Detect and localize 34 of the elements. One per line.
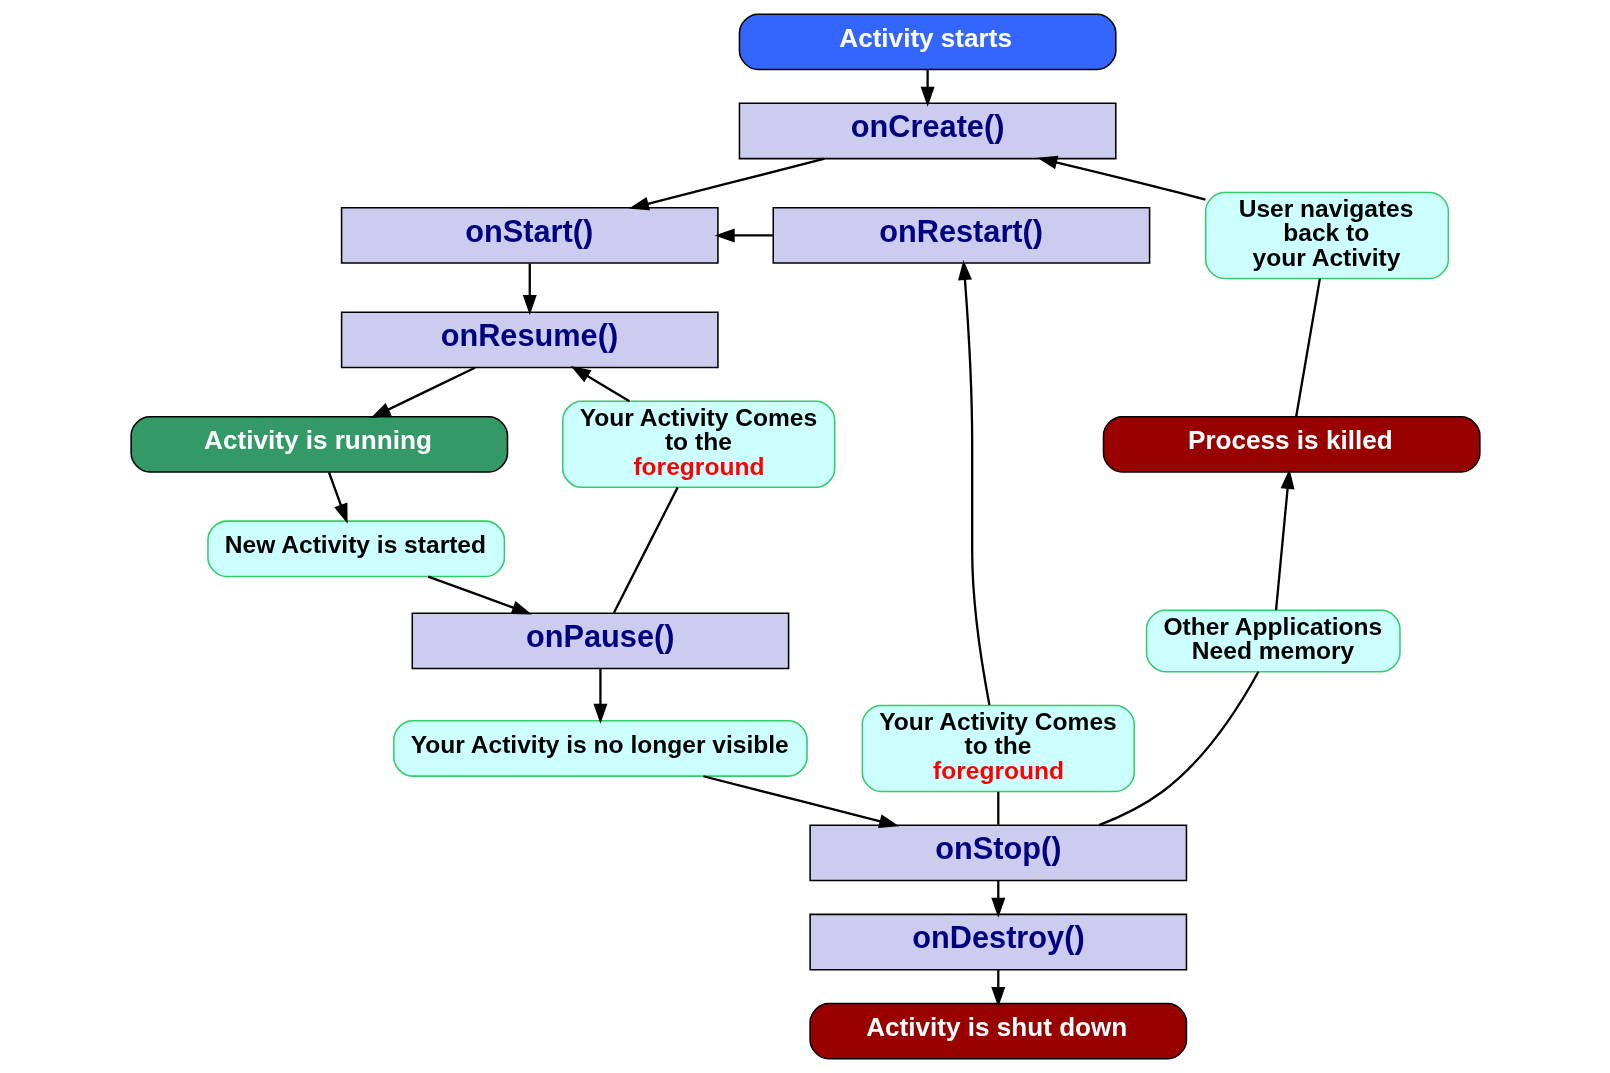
node-box: onRestart()	[771, 207, 1150, 264]
node-box: Your Activity Comes to the foreground	[861, 704, 1135, 793]
arrow	[370, 366, 475, 419]
arrow	[714, 228, 773, 243]
arrow	[957, 260, 991, 706]
node-box: onResume()	[340, 311, 719, 369]
arrow	[570, 366, 630, 403]
arrow	[327, 472, 348, 524]
node-box: Your Activity Comes to the foreground	[561, 400, 835, 489]
arrow	[702, 775, 899, 828]
arrow	[1036, 155, 1206, 201]
node-box: New Activity is started	[206, 520, 505, 578]
node-box: Activity starts	[738, 13, 1117, 71]
node-box: onDestroy()	[808, 913, 1187, 971]
node-box: Process is killed	[1102, 415, 1481, 473]
connector	[1294, 278, 1321, 417]
connector	[612, 486, 679, 614]
node-box: onPause()	[411, 612, 789, 670]
node-box: Your Activity is no longer visible	[392, 720, 808, 777]
node-box: User navigates back to your Activity	[1204, 191, 1449, 280]
arrow	[522, 263, 537, 316]
node-box: Other Applications Need memory	[1145, 609, 1401, 673]
arrow	[592, 668, 607, 724]
node-box: Activity is running	[129, 415, 508, 473]
arrow	[1274, 468, 1295, 611]
node-box: onStop()	[808, 824, 1187, 882]
connector	[1098, 671, 1259, 827]
connector	[996, 791, 999, 825]
arrow	[920, 69, 935, 107]
node-box: Activity is shut down	[808, 1002, 1187, 1060]
node-box: onCreate()	[738, 102, 1117, 160]
node-box: onStart()	[340, 207, 719, 264]
arrow	[628, 157, 825, 211]
arrow	[427, 575, 532, 615]
